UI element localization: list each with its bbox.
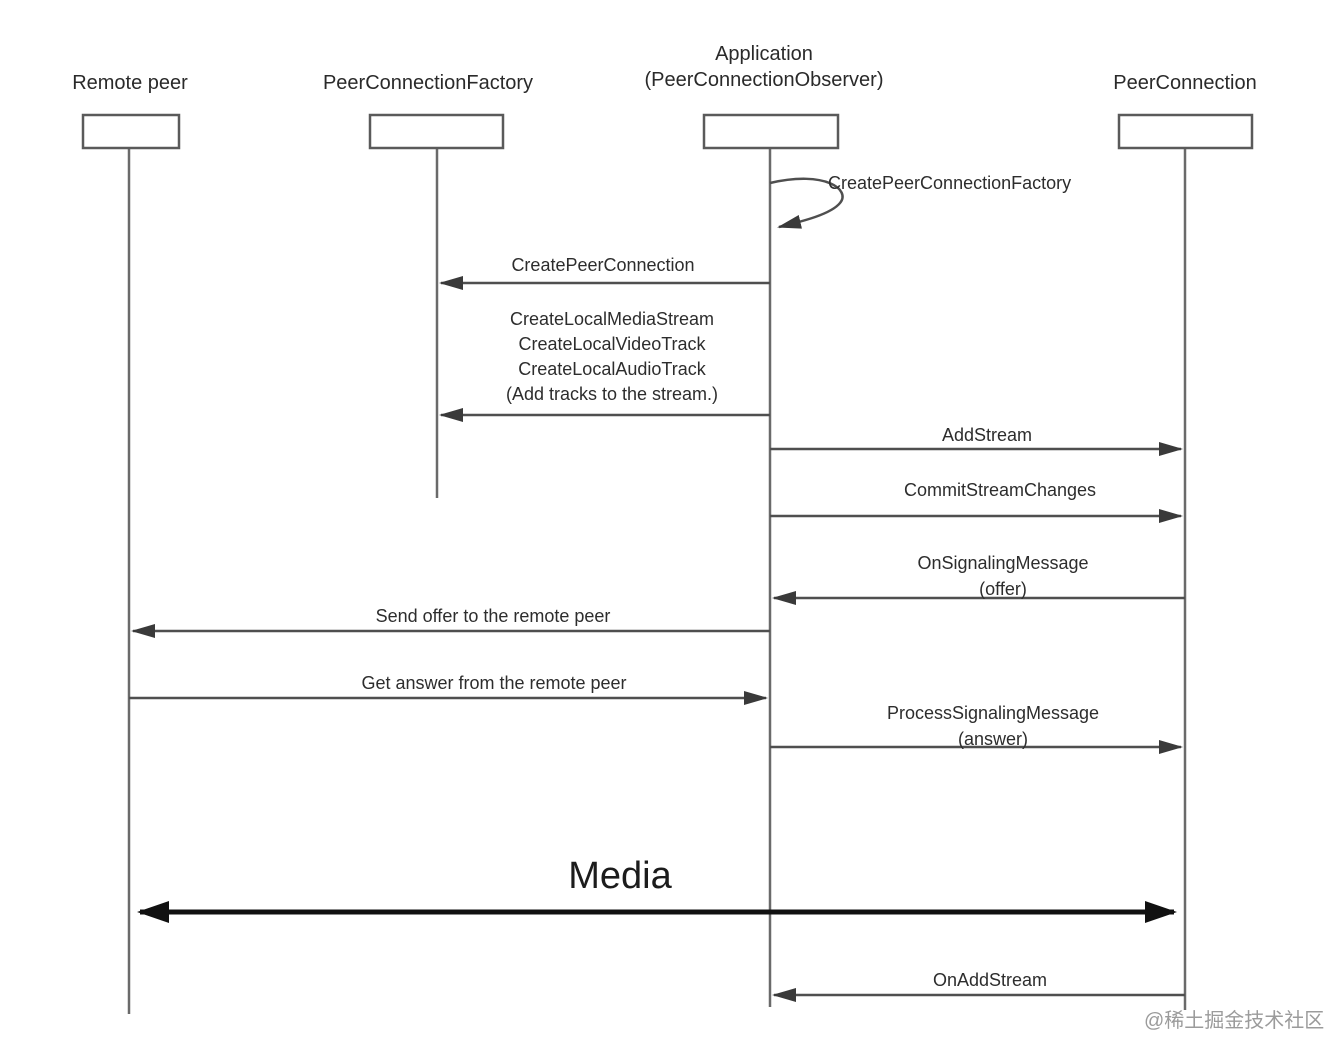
lifelines [127,148,1187,1014]
message-label-commit-stream-changes: CommitStreamChanges [903,480,1097,500]
actor-box-peer-connection-factory [368,113,505,150]
message-arrows [129,177,1185,1002]
message-label-create-peer-connection-factory: CreatePeerConnectionFactory [828,173,1072,193]
actor-title-text: PeerConnectionFactory [322,72,534,94]
actor-title-text: PeerConnection [1113,72,1257,94]
arrow-create-peer-connection-factory-self [769,177,844,229]
actor-box-remote-peer [81,113,181,150]
message-label-process-signaling-message: ProcessSignalingMessage (answer) [886,703,1100,749]
watermark: @稀土掘金技术社区 [1144,1010,1325,1032]
actor-title-text: Remote peer [72,72,188,94]
message-label-get-answer: Get answer from the remote peer [361,673,627,693]
actor-title-peer-connection-factory: PeerConnectionFactory [323,70,533,96]
actor-boxes [81,113,1254,150]
actor-title-peer-connection: PeerConnection [1113,70,1256,96]
message-label-on-add-stream: OnAddStream [932,970,1048,990]
actor-title-application: Application (PeerConnectionObserver) [645,41,884,93]
message-label-send-offer: Send offer to the remote peer [375,606,611,626]
actor-box-peer-connection [1117,113,1254,150]
message-label-create-peer-connection: CreatePeerConnection [511,255,695,275]
message-label-create-local-tracks: CreateLocalMediaStream CreateLocalVideoT… [505,309,719,404]
actor-box-application [702,113,840,150]
message-label-media: Media [568,855,672,897]
actor-title-text: Application [715,43,813,65]
message-label-add-stream: AddStream [941,425,1033,445]
actor-subtitle-text: (PeerConnectionObserver) [644,69,884,91]
message-label-on-signaling-message: OnSignalingMessage (offer) [917,553,1089,599]
actor-title-remote-peer: Remote peer [72,70,188,96]
